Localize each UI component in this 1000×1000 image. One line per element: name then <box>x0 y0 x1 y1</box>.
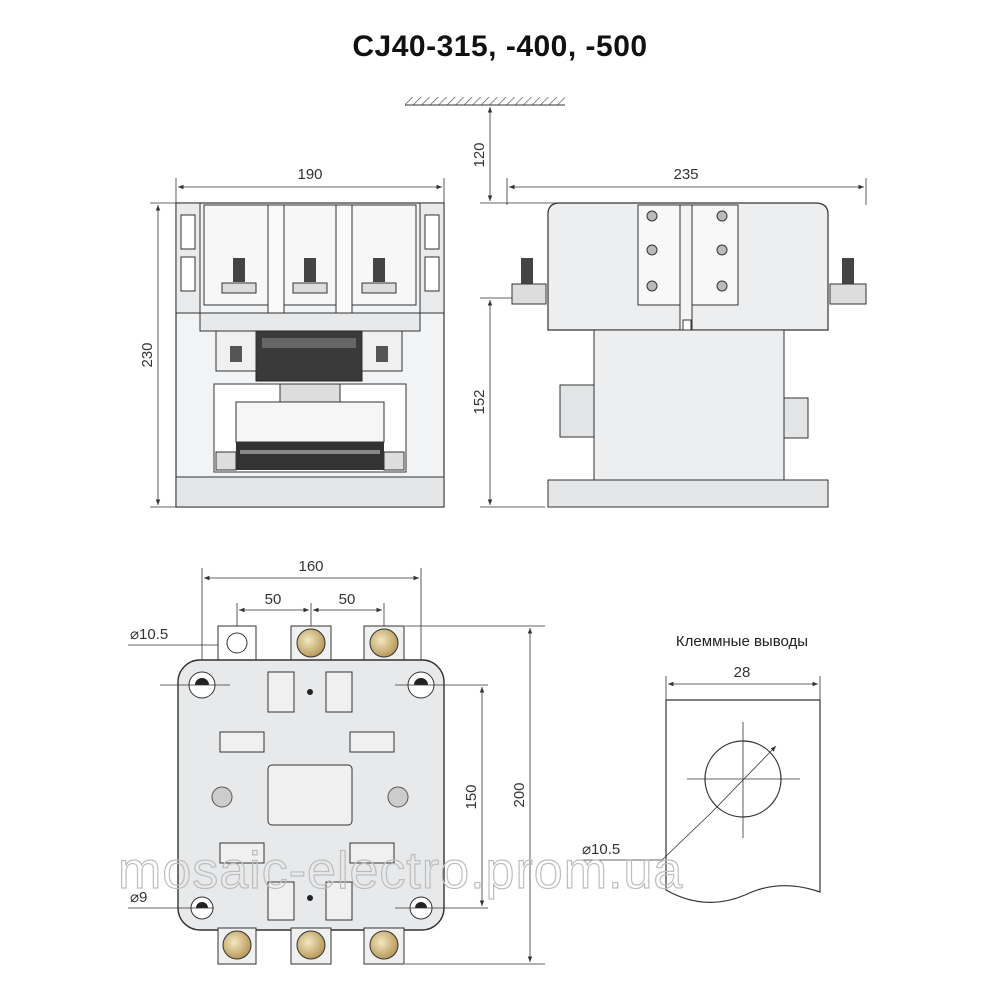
side-lower-height-dim: 152 <box>471 389 488 414</box>
terminal-width-dim: 28 <box>734 664 751 681</box>
bottom-view: 160 50 50 ⌀10.5 <box>128 558 545 965</box>
bottom-hole-dia-top: ⌀10.5 <box>130 626 168 643</box>
side-view: 120 235 152 <box>405 97 867 508</box>
watermark-text: mosaic-electro.prom.ua <box>118 842 683 900</box>
diagram-title: CJ40-315, -400, -500 <box>352 30 648 63</box>
pitch-left-dim: 50 <box>265 591 282 608</box>
overall-height-dim: 200 <box>511 782 528 807</box>
mount-height-dim: 150 <box>463 784 480 809</box>
terminal-detail-label: Клеммные выводы <box>676 633 808 650</box>
pitch-right-dim: 50 <box>339 591 356 608</box>
side-top-clearance-dim: 120 <box>471 142 488 167</box>
terminal-detail: Клеммные выводы 28 ⌀10.5 <box>580 633 821 903</box>
side-width-dim: 235 <box>673 166 698 183</box>
terminal-hole-dia: ⌀10.5 <box>582 841 620 858</box>
front-height-dim: 230 <box>139 342 156 367</box>
front-view: 190 230 <box>139 166 445 508</box>
bottom-width-dim: 160 <box>298 558 323 575</box>
front-width-dim: 190 <box>297 166 322 183</box>
bottom-hole-dia-bottom: ⌀9 <box>130 889 147 906</box>
